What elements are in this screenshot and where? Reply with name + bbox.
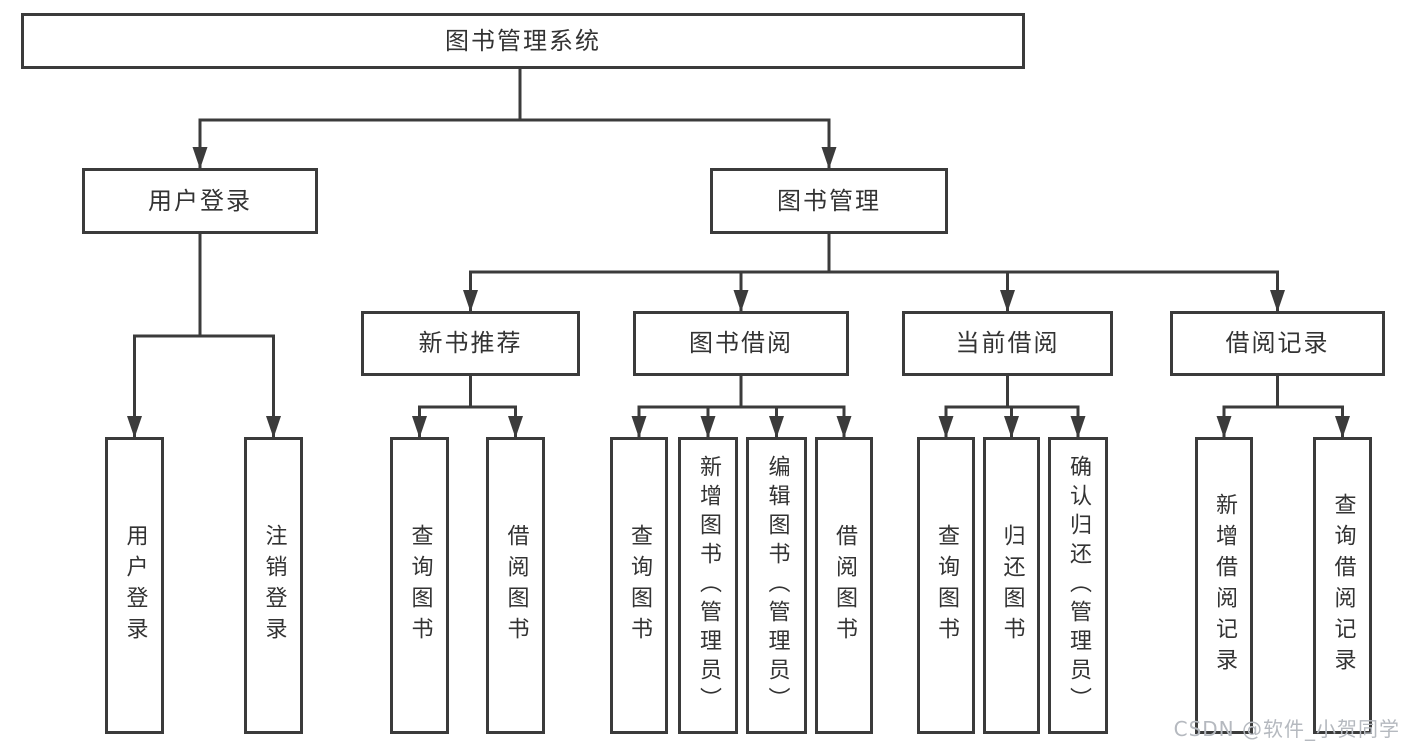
node-label: 当前借阅 bbox=[955, 329, 1060, 358]
node-label: 确认归还（管理员） bbox=[1066, 455, 1091, 716]
node-label: 新书推荐 bbox=[418, 329, 523, 358]
leaf-add-books-admin: 新增图书（管理员） bbox=[678, 437, 738, 734]
node-label: 查询借阅记录 bbox=[1330, 492, 1356, 679]
node-borrowing-records: 借阅记录 bbox=[1170, 311, 1385, 376]
node-label: 查询图书 bbox=[627, 523, 652, 648]
node-label: 归还图书 bbox=[999, 523, 1025, 648]
csdn-watermark: CSDN @软件_小贺同学 bbox=[1173, 717, 1400, 741]
leaf-query-books: 查询图书 bbox=[390, 437, 449, 734]
node-label: 新增借阅记录 bbox=[1212, 492, 1237, 679]
connector-book-mgmt-to-level3 bbox=[463, 232, 1285, 312]
connector-root-to-level2 bbox=[192, 67, 837, 169]
node-label: 新增图书（管理员） bbox=[696, 455, 721, 716]
connector-user-login-children bbox=[127, 232, 281, 438]
leaf-borrow-books: 借阅图书 bbox=[486, 437, 545, 734]
node-library-management-system: 图书管理系统 bbox=[21, 13, 1025, 69]
node-label: 查询图书 bbox=[934, 523, 959, 648]
node-label: 用户登录 bbox=[148, 186, 252, 215]
node-label: 编辑图书（管理员） bbox=[764, 455, 790, 716]
node-label: 图书管理系统 bbox=[445, 26, 601, 55]
node-label: 查询图书 bbox=[407, 523, 433, 648]
leaf-query-books: 查询图书 bbox=[610, 437, 668, 734]
leaf-logout: 注销登录 bbox=[244, 437, 303, 734]
node-current-borrowing: 当前借阅 bbox=[902, 311, 1113, 376]
connector-borrow-record-children bbox=[1216, 374, 1350, 438]
connector-new-book-rec-children bbox=[412, 374, 523, 438]
leaf-query-books: 查询图书 bbox=[917, 437, 975, 734]
leaf-user-login: 用户登录 bbox=[105, 437, 164, 734]
leaf-add-borrow-record: 新增借阅记录 bbox=[1195, 437, 1253, 734]
leaf-confirm-return-admin: 确认归还（管理员） bbox=[1048, 437, 1108, 734]
node-label: 借阅图书 bbox=[832, 523, 857, 648]
node-label: 借阅图书 bbox=[503, 523, 529, 648]
leaf-edit-books-admin: 编辑图书（管理员） bbox=[746, 437, 807, 734]
node-label: 图书借阅 bbox=[689, 329, 793, 358]
node-label: 借阅记录 bbox=[1225, 329, 1330, 358]
node-book-management: 图书管理 bbox=[710, 168, 948, 234]
node-label: 图书管理 bbox=[777, 186, 881, 215]
node-label: 用户登录 bbox=[122, 523, 148, 648]
leaf-query-borrow-record: 查询借阅记录 bbox=[1313, 437, 1372, 734]
node-user-login: 用户登录 bbox=[82, 168, 318, 234]
node-label: 注销登录 bbox=[261, 523, 287, 648]
leaf-return-books: 归还图书 bbox=[983, 437, 1040, 734]
connector-current-borrow-children bbox=[938, 374, 1086, 438]
node-new-book-recommendation: 新书推荐 bbox=[361, 311, 580, 376]
node-book-borrowing: 图书借阅 bbox=[633, 311, 849, 376]
connector-book-borrow-children bbox=[631, 374, 852, 438]
leaf-borrow-books: 借阅图书 bbox=[815, 437, 873, 734]
